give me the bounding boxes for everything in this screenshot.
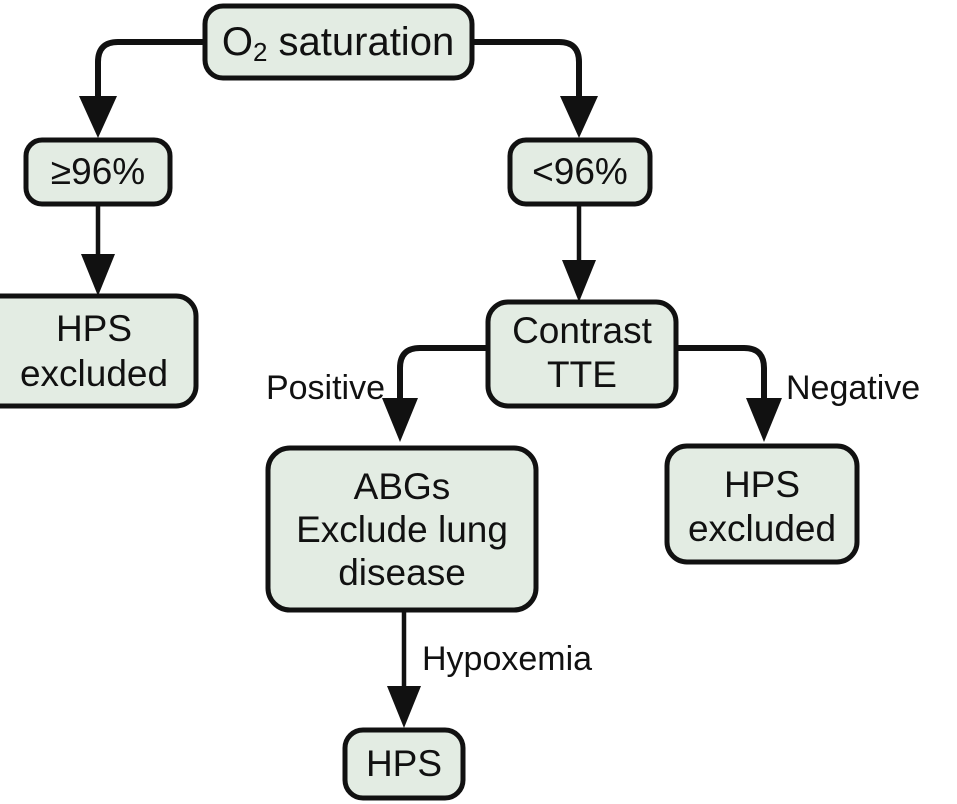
edge-tte-negative-arrowhead <box>746 398 782 442</box>
node-abgs-exclude-lung-disease-box[interactable] <box>265 445 539 613</box>
node-abgs-line3: disease <box>338 552 466 593</box>
node-hps-excluded-right-box[interactable] <box>664 443 860 565</box>
edge-abgs-to-hps-arrowhead <box>387 686 421 728</box>
node-hps-excluded-left-line1: HPS <box>56 308 132 349</box>
node-hps-label: HPS <box>366 743 442 784</box>
edge-o2-to-lt96 <box>472 39 598 138</box>
edge-tte-negative-line <box>676 345 767 400</box>
edge-tte-positive-line <box>397 345 488 400</box>
edge-tte-negative: Negative <box>676 345 920 442</box>
node-o2-saturation-box[interactable] <box>202 3 475 81</box>
node-o2-saturation-text-sub: 2 <box>253 37 267 67</box>
node-abgs-line2: Exclude lung <box>296 509 508 550</box>
node-hps-excluded-left[interactable]: HPS excluded <box>0 293 199 409</box>
node-sat-ge-96-box[interactable] <box>23 137 173 207</box>
node-abgs-exclude-lung-disease[interactable]: ABGs Exclude lung disease <box>265 445 539 613</box>
edge-o2-to-ge96-line <box>95 39 205 98</box>
edge-label-hypoxemia: Hypoxemia <box>422 640 592 678</box>
edge-o2-to-lt96-line <box>472 39 582 98</box>
edge-label-negative: Negative <box>786 369 920 407</box>
node-sat-lt-96-box[interactable] <box>507 137 653 207</box>
node-sat-lt-96-label: <96% <box>532 151 628 192</box>
edge-ge96-to-excluded-arrowhead <box>81 254 115 296</box>
edge-o2-to-ge96 <box>79 39 205 138</box>
edge-abgs-to-hps: Hypoxemia <box>387 610 592 728</box>
node-contrast-tte[interactable]: Contrast TTE <box>485 299 679 409</box>
node-sat-ge-96-label: ≥96% <box>51 151 145 192</box>
edge-tte-positive-arrowhead <box>382 398 418 442</box>
node-hps-excluded-right[interactable]: HPS excluded <box>664 443 860 565</box>
edge-o2-to-ge96-arrowhead <box>79 96 117 138</box>
node-contrast-tte-box[interactable] <box>485 299 679 409</box>
node-o2-saturation-label: O2 saturation <box>222 20 454 67</box>
node-hps[interactable]: HPS <box>342 727 466 801</box>
node-abgs-line1: ABGs <box>354 466 451 507</box>
edge-lt96-to-tte-arrowhead <box>562 260 596 302</box>
node-hps-excluded-left-box[interactable] <box>0 293 199 409</box>
node-sat-lt-96[interactable]: <96% <box>507 137 653 207</box>
node-o2-saturation-text-rest: saturation <box>267 20 454 64</box>
node-hps-excluded-right-line1: HPS <box>724 464 800 505</box>
node-hps-excluded-right-line2: excluded <box>688 508 836 549</box>
edge-o2-to-lt96-arrowhead <box>560 96 598 138</box>
node-o2-saturation-text-main: O <box>222 20 253 64</box>
node-sat-ge-96[interactable]: ≥96% <box>23 137 173 207</box>
edge-lt96-to-tte <box>562 204 596 302</box>
edge-label-positive: Positive <box>266 369 385 407</box>
node-contrast-tte-line1: Contrast <box>512 310 653 351</box>
node-o2-saturation[interactable]: O2 saturation <box>202 3 475 81</box>
node-contrast-tte-line2: TTE <box>547 354 617 395</box>
node-hps-box[interactable] <box>342 727 466 801</box>
node-hps-excluded-left-line2: excluded <box>20 353 168 394</box>
edge-tte-positive: Positive <box>266 345 488 442</box>
edge-ge96-to-excluded <box>81 204 115 296</box>
